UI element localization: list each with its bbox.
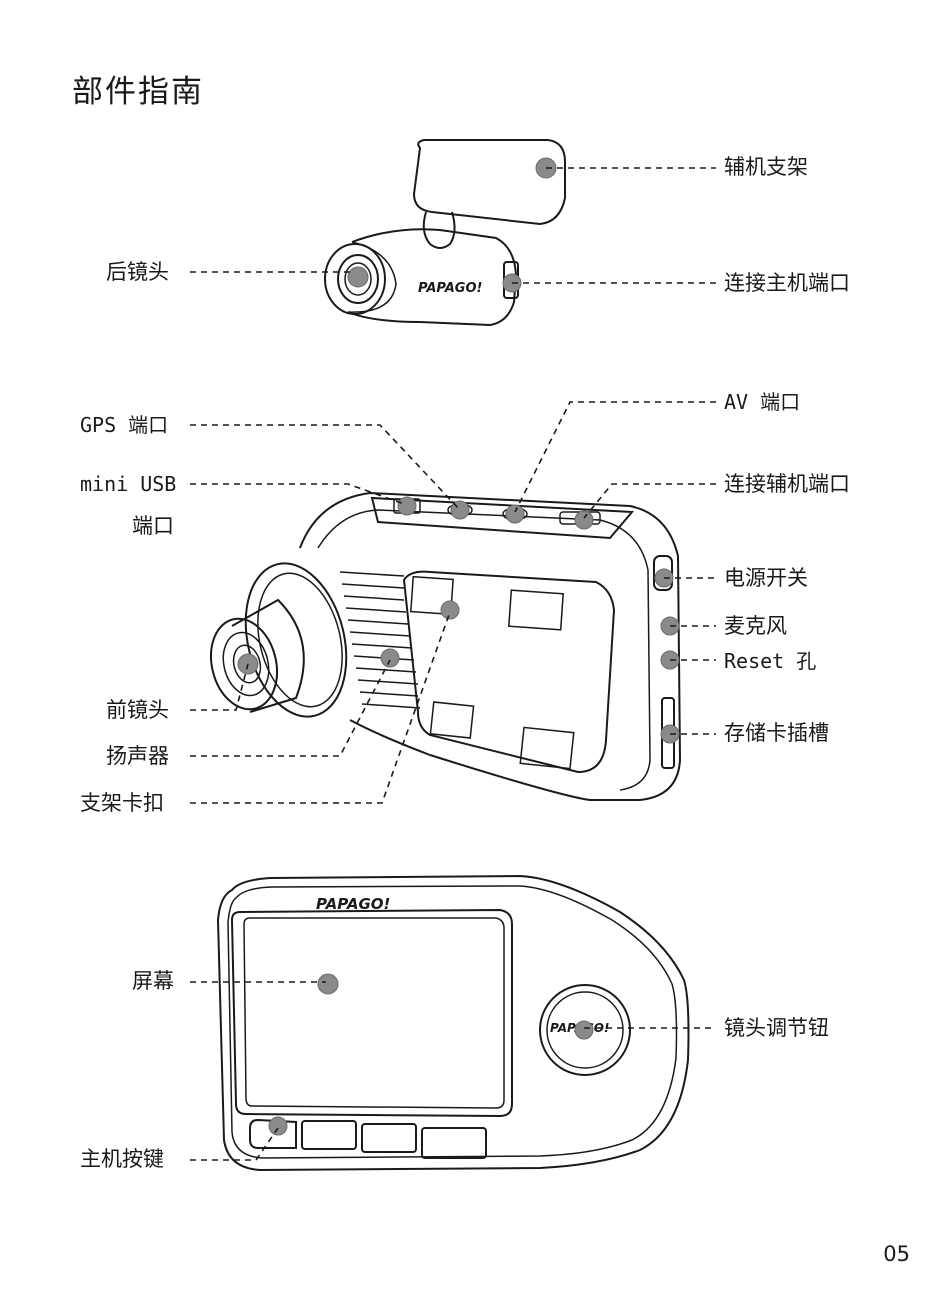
label-microphone: 麦克风	[724, 614, 787, 638]
rear-camera-illustration: PAPAGO!	[324, 139, 566, 327]
label-card-slot: 存储卡插槽	[724, 721, 829, 745]
label-rear-camera-port: 连接辅机端口	[724, 472, 850, 496]
leader-lines	[190, 167, 716, 1161]
label-lens-adjust-knob: 镜头调节钮	[724, 1016, 829, 1040]
label-mini-usb-port-line2: 端口	[132, 514, 174, 538]
label-speaker: 扬声器	[106, 744, 169, 768]
label-mount-clip: 支架卡扣	[80, 791, 164, 815]
rear-camera-logo: PAPAGO!	[418, 281, 483, 296]
label-main-unit-port: 连接主机端口	[724, 271, 850, 295]
page-number: 05	[883, 1242, 910, 1266]
label-gps-port: GPS 端口	[80, 413, 169, 437]
page-title: 部件指南	[72, 74, 204, 110]
label-mini-usb-port: mini USB	[80, 472, 177, 496]
label-rear-lens: 后镜头	[106, 260, 169, 284]
back-view-logo: PAPAGO!	[316, 895, 390, 913]
label-reset-hole: Reset 孔	[724, 649, 817, 673]
label-av-port: AV 端口	[724, 390, 801, 414]
main-unit-illustration	[210, 491, 682, 801]
back-view-illustration: PAPAGO! PAPAGO!	[216, 874, 690, 1172]
label-front-lens: 前镜头	[106, 698, 169, 722]
label-main-buttons: 主机按键	[80, 1147, 164, 1171]
label-screen: 屏幕	[132, 969, 174, 993]
label-mount: 辅机支架	[724, 155, 808, 179]
label-power-switch: 电源开关	[724, 566, 808, 590]
